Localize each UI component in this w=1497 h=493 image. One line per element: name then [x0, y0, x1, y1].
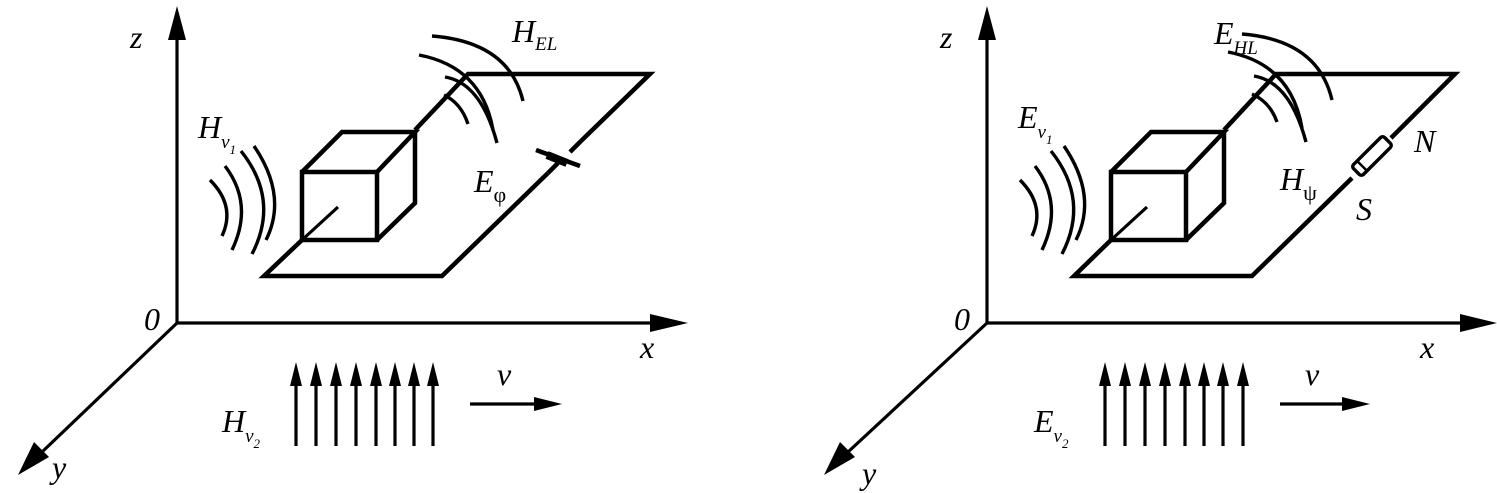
right-axes — [824, 6, 1497, 475]
right-y-axis — [846, 321, 989, 454]
right-origin-label: 0 — [954, 301, 970, 337]
left-loop-field-label: Eφ — [473, 163, 506, 207]
right-panel: z x y 0 N S — [824, 6, 1497, 491]
right-top-wave-label: EHL — [1213, 15, 1258, 59]
left-cube-top — [300, 129, 421, 174]
left-y-axis — [40, 321, 179, 454]
right-side-waves — [1018, 145, 1087, 255]
right-cube — [1108, 129, 1230, 243]
right-loop-front — [1068, 176, 1354, 279]
left-field-arrows — [290, 362, 439, 446]
left-loop — [258, 71, 656, 279]
battery-plate-short — [545, 151, 569, 167]
left-y-label: y — [49, 449, 67, 485]
left-z-label: z — [129, 19, 143, 55]
right-loop-field-label: Hψ — [1279, 161, 1317, 205]
left-cube-hidden-edge — [300, 205, 340, 242]
left-y-arrowhead — [18, 442, 49, 475]
right-top-waves — [1227, 32, 1334, 143]
left-z-arrowhead — [168, 6, 186, 40]
left-cube — [299, 129, 421, 243]
left-x-arrowhead — [650, 314, 688, 332]
right-x-label: x — [1419, 329, 1434, 365]
left-bottom-field-label: Hv2 — [221, 403, 261, 451]
left-axes — [18, 6, 688, 475]
left-top-wave-label: HEL — [511, 13, 557, 55]
right-bottom-field-label: Ev2 — [1033, 403, 1069, 451]
left-cube-side — [375, 132, 418, 242]
left-side-wave-label: Hv1 — [197, 109, 236, 157]
right-loop-back — [1222, 71, 1461, 140]
magnet-north-label: N — [1413, 123, 1437, 159]
right-side-wave-label: Ev1 — [1017, 99, 1052, 147]
right-loop — [1068, 71, 1461, 279]
left-x-label: x — [639, 329, 654, 365]
left-loop-front — [258, 171, 550, 279]
left-velocity-label: v — [497, 356, 512, 392]
left-side-waves — [208, 145, 277, 255]
magnet-south-label: S — [1356, 191, 1372, 227]
right-velocity-label: v — [1305, 356, 1320, 392]
right-magnet — [1351, 135, 1393, 177]
left-panel: z x y 0 HEL — [18, 6, 688, 485]
right-field-arrows — [1099, 362, 1249, 446]
left-top-waves — [418, 34, 525, 144]
left-loop-back — [413, 71, 656, 143]
left-origin-label: 0 — [144, 301, 160, 337]
right-y-label: y — [859, 455, 877, 491]
right-z-label: z — [939, 19, 953, 55]
